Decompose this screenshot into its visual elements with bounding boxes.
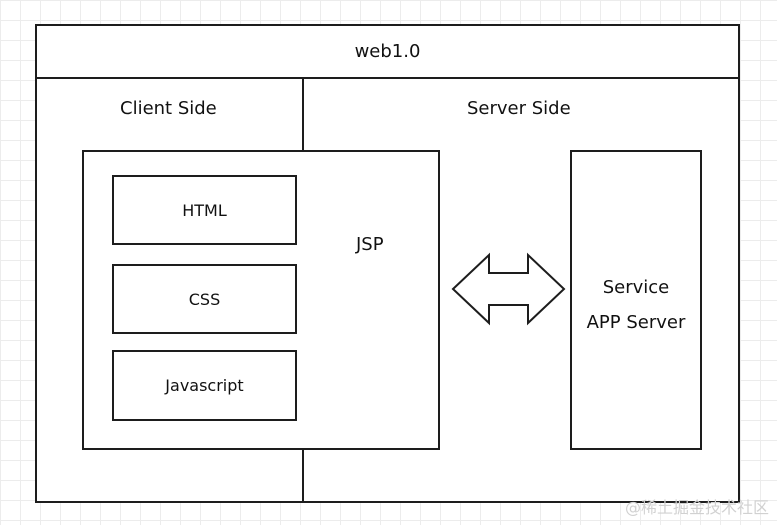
service-box [570, 150, 702, 450]
double-arrow-icon [451, 252, 566, 326]
header-divider [35, 77, 740, 79]
column-divider-top [302, 79, 304, 150]
column-divider-bottom [302, 450, 304, 503]
service-label-line-2: APP Server [586, 312, 686, 334]
html-label: HTML [182, 200, 227, 220]
diagram-title: web1.0 [354, 41, 421, 62]
javascript-label: Javascript [165, 376, 244, 395]
jsp-label: JSP [356, 234, 384, 255]
html-box: HTML [112, 175, 297, 245]
watermark-text: @稀土掘金技术社区 [624, 498, 769, 517]
css-label: CSS [188, 289, 221, 309]
double-arrow-shape [451, 252, 566, 326]
javascript-box: Javascript [112, 350, 297, 421]
service-label-group: Service APP Server [570, 270, 702, 340]
css-box: CSS [112, 264, 297, 334]
server-side-label: Server Side [467, 98, 571, 119]
client-side-label: Client Side [120, 98, 217, 119]
service-label-line-1: Service [602, 277, 670, 298]
